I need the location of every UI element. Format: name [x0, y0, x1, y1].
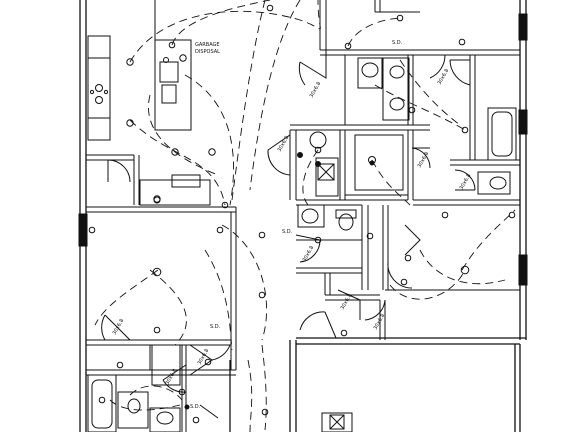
- lower-bath-fixtures: [87, 344, 181, 432]
- kitchen-counter: [87, 35, 192, 141]
- smoke-detector-label: S.D.: [190, 404, 201, 410]
- middle-bath-fixtures: [297, 131, 404, 432]
- windows: [78, 13, 528, 286]
- ceiling-fixtures: [88, 4, 516, 424]
- smoke-detector-label: S.D.: [210, 324, 221, 330]
- door-swings: [101, 50, 476, 419]
- smoke-detector-label: S.D.: [392, 40, 403, 46]
- door-size-label: 30x6.8: [437, 68, 451, 86]
- door-size-label: 30x6.8: [302, 245, 316, 263]
- garbage-label: GARBAGE: [195, 42, 220, 48]
- upper-bath-fixtures: [357, 57, 517, 195]
- interior-walls: [86, 0, 520, 432]
- exhaust-fans: [317, 163, 345, 430]
- smoke-detector-label: S.D.: [282, 229, 293, 235]
- wiring-arcs: [94, 0, 516, 432]
- door-size-label: 30x6.8: [277, 135, 291, 153]
- cabinet-block: [139, 174, 211, 206]
- exterior-walls: [79, 0, 527, 432]
- door-size-label: 30x6.8: [340, 293, 354, 311]
- door-size-label: 30x6.8: [373, 313, 387, 331]
- door-size-label: 30x6.8: [459, 173, 473, 191]
- filled-fixtures: [184, 152, 375, 410]
- disposal-label: DISPOSAL: [195, 49, 220, 55]
- door-size-label: 30x6.8: [309, 81, 323, 99]
- door-size-label: 30x6.8: [165, 368, 179, 386]
